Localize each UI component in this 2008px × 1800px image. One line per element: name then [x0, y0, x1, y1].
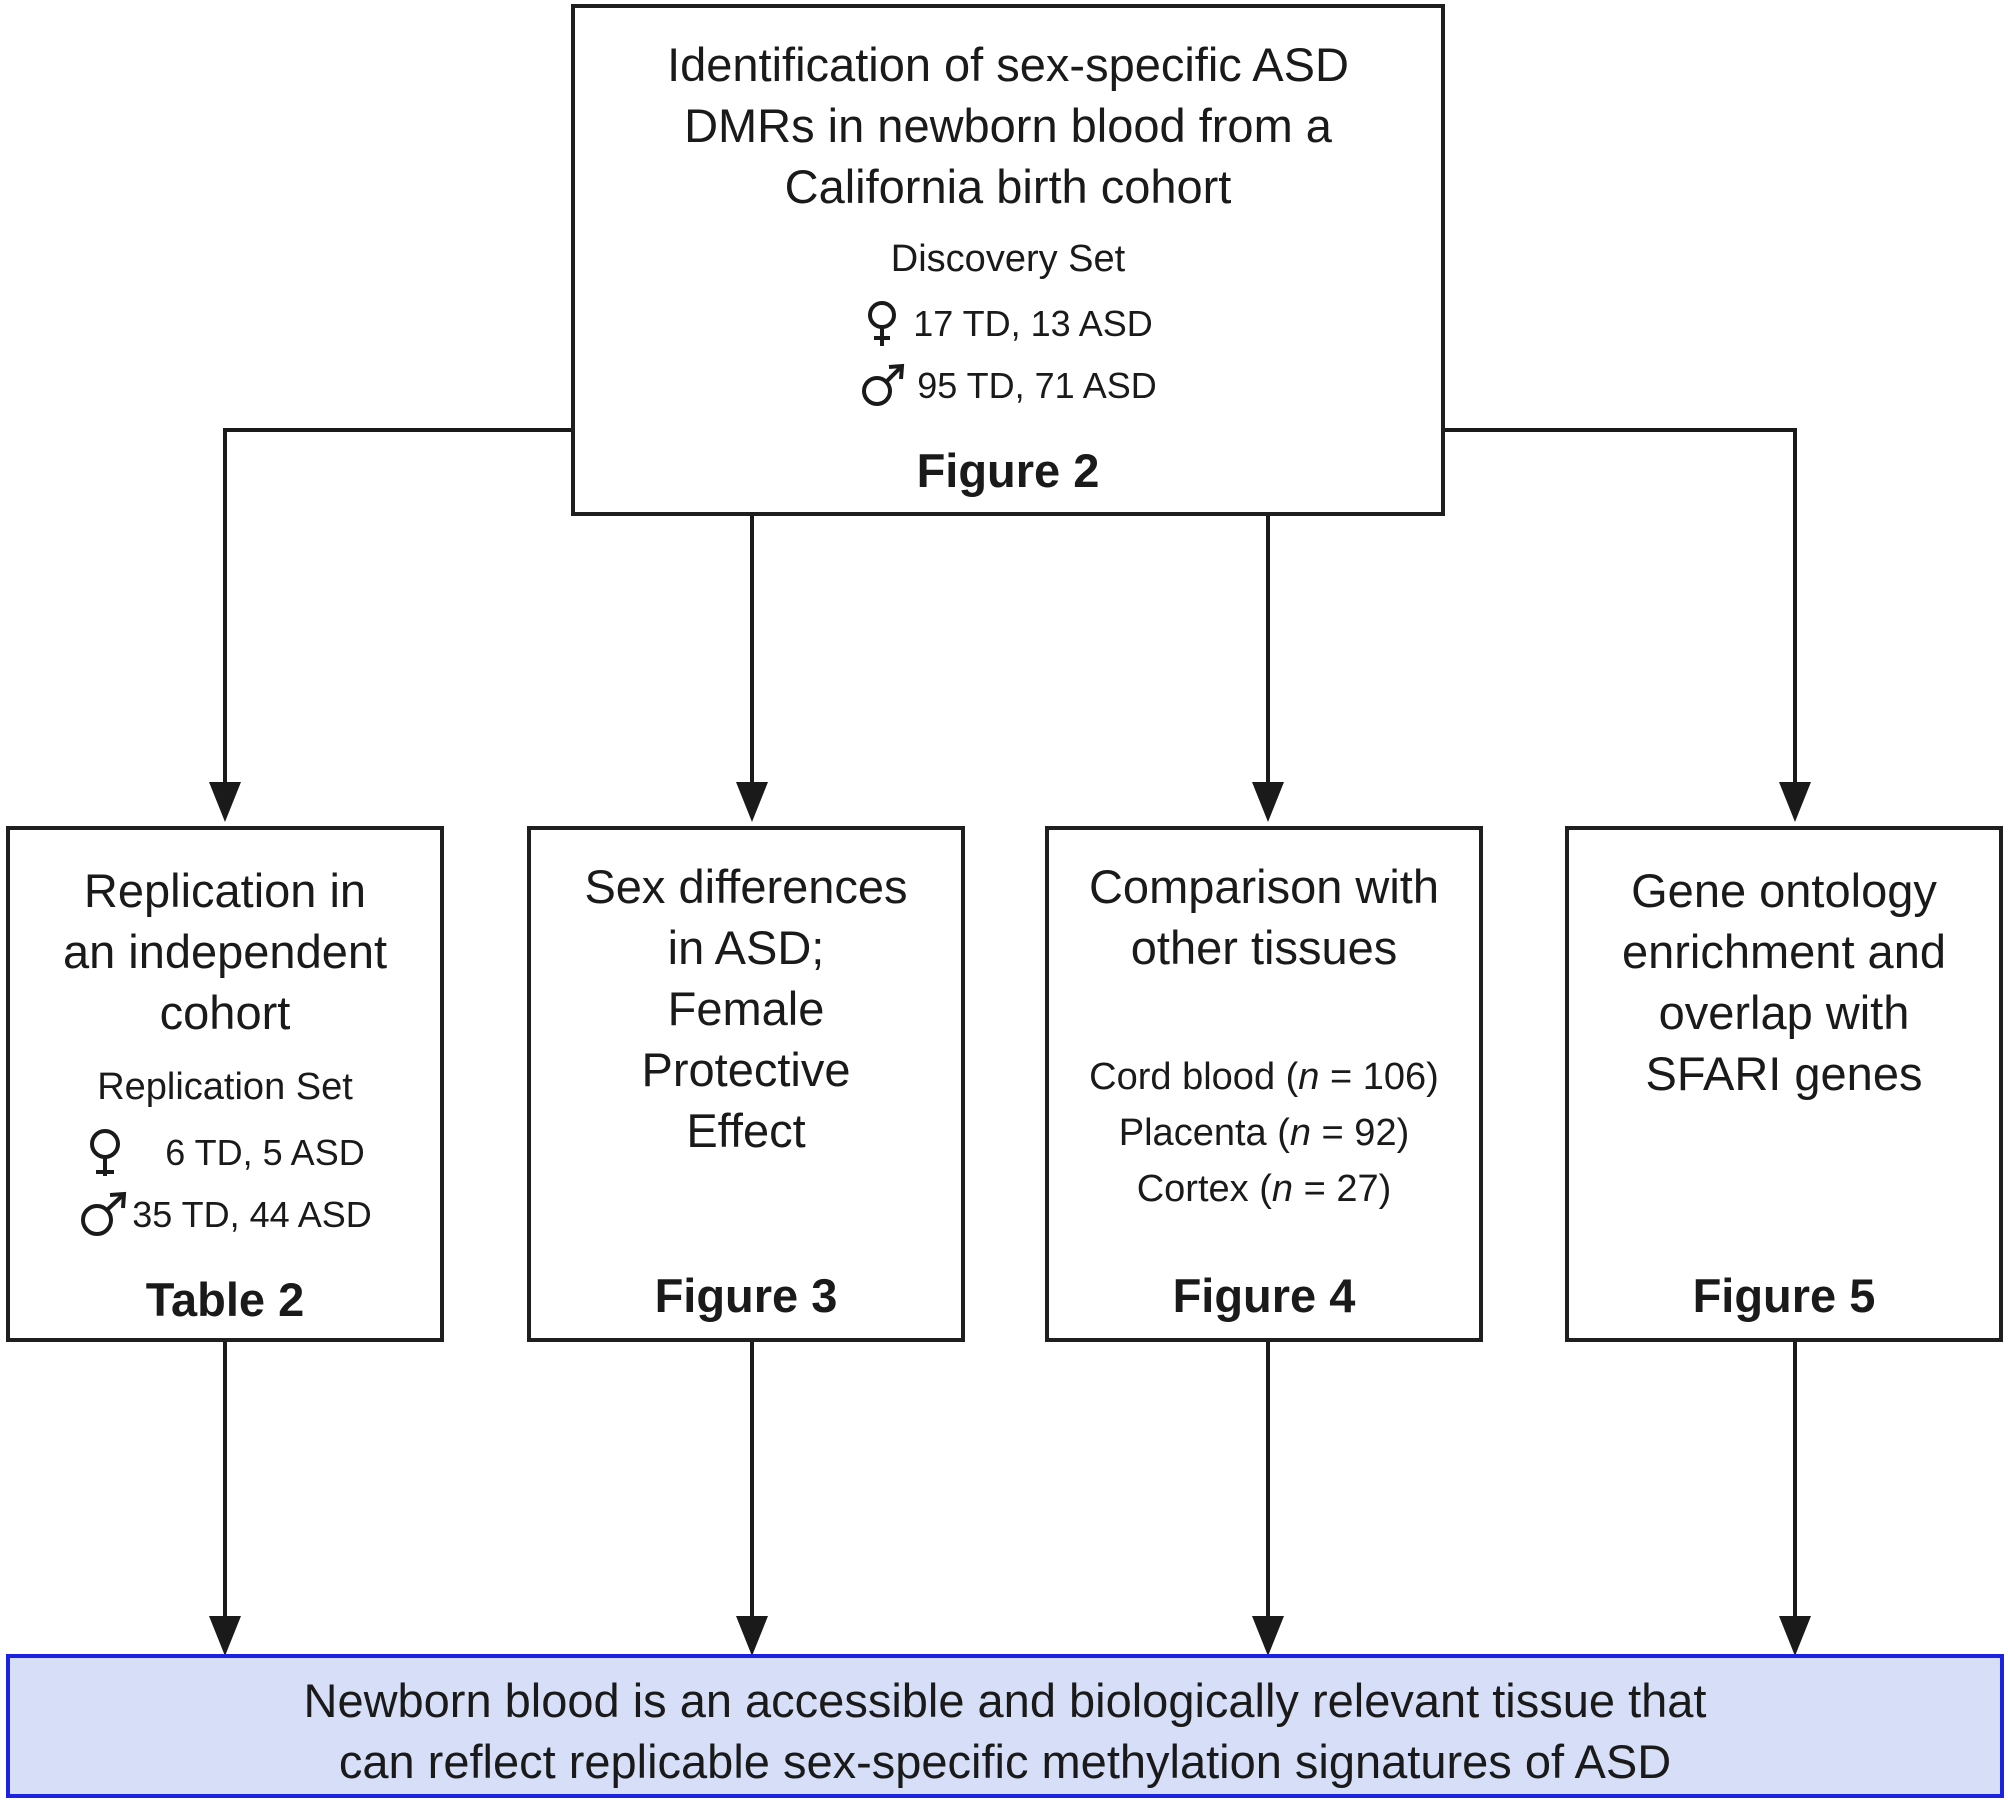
replication-male-row: 35 TD, 44 ASD	[10, 1188, 440, 1242]
tissue-cortex: Cortex (n = 27)	[1136, 1168, 1392, 1210]
replication-female-row: 6 TD, 5 ASD	[10, 1126, 440, 1180]
replication-title-line-1: Replication in	[83, 864, 367, 917]
replication-set-label: Replication Set	[97, 1066, 353, 1108]
discovery-female-row: 17 TD, 13 ASD	[575, 298, 1441, 350]
arrowhead-conclusion-2	[736, 1616, 768, 1656]
conclusion-box: Newborn blood is an accessible and biolo…	[6, 1654, 2004, 1798]
arrowhead-gene-ontology	[1779, 782, 1811, 822]
gene-ontology-title-line-2: enrichment and	[1622, 925, 1946, 978]
female-symbol-icon	[868, 301, 897, 346]
discovery-female-counts: 17 TD, 13 ASD	[913, 303, 1153, 344]
arrowhead-replication	[209, 782, 241, 822]
discovery-male-counts: 95 TD, 71 ASD	[917, 365, 1157, 406]
replication-female-counts: 6 TD, 5 ASD	[165, 1132, 365, 1173]
sex-differences-box: Sex differences in ASD; Female Protectiv…	[527, 826, 965, 1342]
arrowhead-conclusion-3	[1252, 1616, 1284, 1656]
conclusion-line-2: can reflect replicable sex-specific meth…	[338, 1735, 1672, 1788]
discovery-box: Identification of sex-specific ASD DMRs …	[571, 4, 1445, 516]
sex-differences-title-line-4: Protective	[641, 1043, 851, 1096]
arrowhead-comparison	[1252, 782, 1284, 822]
gene-ontology-title-line-3: overlap with	[1658, 986, 1910, 1039]
comparison-title-line-1: Comparison with	[1088, 860, 1440, 913]
sex-differences-title-line-3: Female	[667, 982, 825, 1035]
arrowhead-conclusion-4	[1779, 1616, 1811, 1656]
male-symbol-icon	[81, 1191, 127, 1236]
replication-box: Replication in an independent cohort Rep…	[6, 826, 444, 1342]
discovery-title-line-1: Identification of sex-specific ASD	[667, 38, 1349, 91]
gene-ontology-title-line-1: Gene ontology	[1631, 864, 1937, 917]
discovery-figure-ref: Figure 2	[916, 444, 1100, 497]
male-symbol-icon	[862, 363, 905, 406]
gene-ontology-title-line-4: SFARI genes	[1645, 1047, 1923, 1100]
discovery-title-line-2: DMRs in newborn blood from a	[684, 99, 1332, 152]
connector-top-to-fig4	[1443, 428, 1797, 790]
comparison-box: Comparison with other tissues Cord blood…	[1045, 826, 1483, 1342]
discovery-set-label: Discovery Set	[890, 238, 1126, 280]
gene-ontology-box: Gene ontology enrichment and overlap wit…	[1565, 826, 2003, 1342]
tissue-placenta: Placenta (n = 92)	[1118, 1112, 1410, 1154]
sex-differences-title-line-2: in ASD;	[667, 921, 825, 974]
comparison-title-line-2: other tissues	[1130, 921, 1398, 974]
connector-top-to-replication	[223, 428, 573, 790]
sex-differences-figure-ref: Figure 3	[654, 1269, 838, 1322]
sex-differences-title-line-1: Sex differences	[584, 860, 908, 913]
replication-title-line-3: cohort	[159, 986, 291, 1039]
arrowhead-conclusion-1	[209, 1616, 241, 1656]
discovery-title-line-3: California birth cohort	[784, 160, 1232, 213]
replication-title-line-2: an independent	[62, 925, 388, 978]
female-symbol-icon	[90, 1129, 121, 1176]
arrowhead-sex-diff	[736, 782, 768, 822]
sex-differences-title-line-5: Effect	[686, 1104, 806, 1157]
comparison-figure-ref: Figure 4	[1172, 1269, 1356, 1322]
conclusion-line-1: Newborn blood is an accessible and biolo…	[303, 1674, 1707, 1727]
tissue-cord-blood: Cord blood (n = 106)	[1089, 1056, 1439, 1098]
replication-figure-ref: Table 2	[145, 1273, 305, 1326]
replication-male-counts: 35 TD, 44 ASD	[132, 1194, 372, 1235]
gene-ontology-figure-ref: Figure 5	[1692, 1269, 1876, 1322]
discovery-male-row: 95 TD, 71 ASD	[575, 360, 1441, 412]
